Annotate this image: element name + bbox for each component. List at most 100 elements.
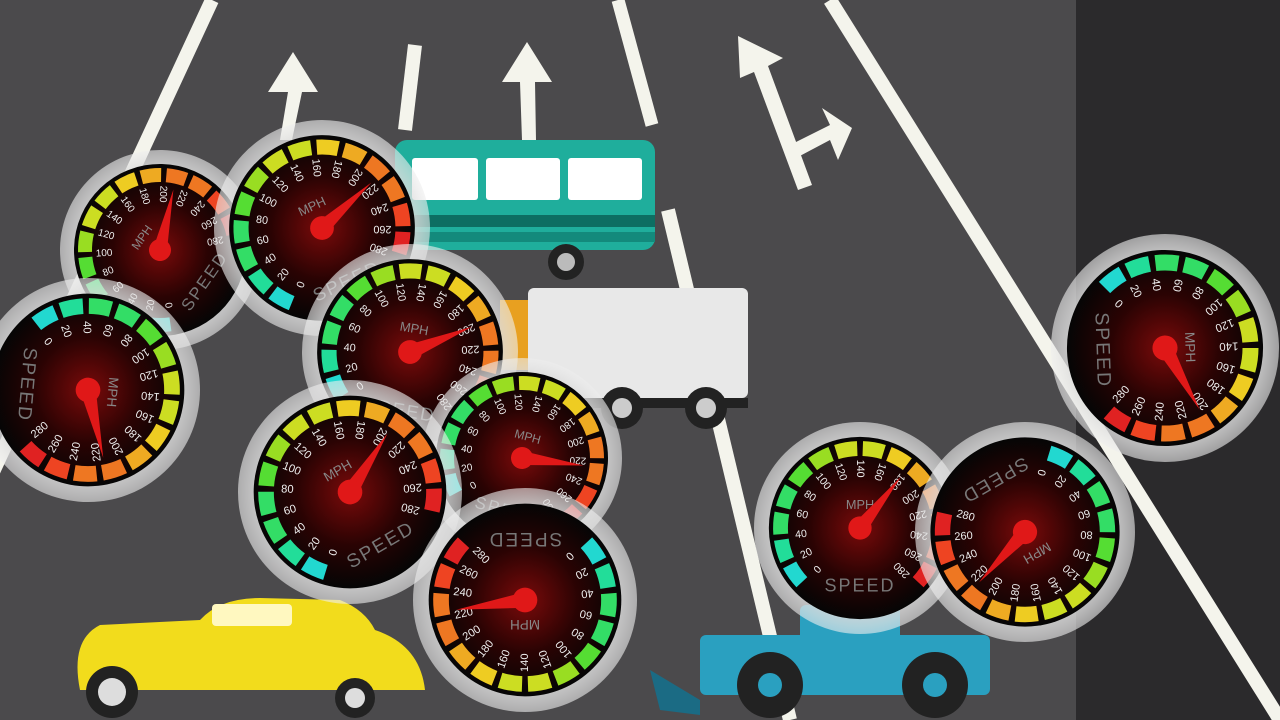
speed-zone-segment: [420, 458, 442, 484]
speed-zone-segment: [491, 376, 515, 395]
speed-zone-segment: [113, 303, 141, 328]
speed-zone-segment: [886, 447, 912, 471]
needle: [407, 326, 473, 360]
needle: [153, 189, 174, 252]
speed-zone-segment: [94, 185, 119, 210]
tick-label: 220: [461, 343, 480, 356]
tick-label: 20: [58, 323, 74, 339]
speed-zone-segment: [78, 256, 97, 280]
tick-label: 200: [565, 434, 585, 450]
speed-zone-segment: [258, 491, 277, 516]
needle-hub: [149, 239, 171, 261]
speed-zone-segment: [81, 205, 103, 230]
speed-zone-segment: [165, 168, 189, 187]
tick-label: 80: [802, 488, 818, 504]
tick-label: 220: [1173, 399, 1189, 420]
speedometer: 020406080100120140160180200220240260280M…: [214, 120, 430, 336]
speed-zone-segment: [236, 245, 259, 272]
tick-label: 80: [281, 483, 294, 495]
bus: [395, 140, 655, 280]
speed-zone-segment: [586, 462, 604, 486]
speed-zone-segment: [424, 488, 442, 513]
speed-zone-segment: [961, 584, 988, 611]
speed-zone-segment: [329, 294, 354, 322]
tick-label: 160: [1029, 582, 1044, 602]
arrow-straight-right-turn: [738, 36, 852, 190]
speed-zone-segment: [906, 461, 932, 488]
needle-hub: [310, 216, 334, 240]
tick-label: 80: [101, 264, 116, 279]
speed-zone-segment: [363, 401, 391, 424]
speed-zone-segment: [114, 172, 139, 194]
tick-label: 120: [832, 462, 849, 483]
speed-zone-segment: [433, 592, 451, 618]
tick-label: 60: [1076, 506, 1091, 521]
speed-label: SPEED: [1090, 312, 1115, 388]
speed-zone-segment: [1182, 256, 1210, 280]
speed-zone-segment: [158, 399, 180, 425]
speed-zone-segment: [518, 376, 541, 392]
speed-zone-segment: [152, 341, 177, 369]
tick-label: 180: [1008, 583, 1023, 603]
tick-label: 240: [68, 441, 83, 462]
tick-label: 80: [255, 214, 268, 227]
speed-zone-segment: [316, 139, 340, 157]
speed-zone-segment: [578, 411, 600, 436]
speed-zone-segment: [783, 561, 808, 588]
needle-hub: [1012, 519, 1038, 545]
unit-label: MPH: [1182, 332, 1198, 363]
speed-zone-segment: [144, 423, 171, 451]
tick-label: 60: [282, 503, 297, 518]
speed-zone-segment: [31, 305, 59, 330]
tick-label: 160: [871, 462, 888, 483]
tick-label: 220: [569, 454, 587, 466]
needle: [1158, 344, 1200, 410]
tick-label: 0: [1034, 468, 1047, 477]
tick-label: 80: [1189, 284, 1206, 301]
tick-label: 140: [413, 283, 428, 303]
speed-zone-segment: [1083, 561, 1108, 589]
speed-zone-segment: [774, 538, 795, 563]
speed-zone-segment: [1124, 256, 1151, 279]
needle-hub: [512, 587, 538, 613]
speed-zone-segment: [43, 456, 71, 480]
speed-zone-segment: [478, 321, 499, 346]
tick-label: 40: [1066, 487, 1083, 504]
speed-zone-segment: [497, 672, 523, 692]
tick-label: 0: [327, 548, 340, 557]
speed-zone-segment: [1206, 268, 1234, 296]
speed-zone-segment: [1187, 413, 1215, 438]
speed-zone-segment: [58, 298, 84, 318]
speed-zone-segment: [1069, 459, 1096, 486]
tick-label: 120: [97, 227, 116, 242]
speed-zone-segment: [436, 619, 460, 647]
speed-zone-segment: [580, 537, 607, 565]
speed-zone-segment: [287, 140, 313, 161]
tick-label: 60: [795, 507, 809, 521]
tick-label: 20: [799, 546, 815, 562]
speed-zone-segment: [392, 202, 411, 227]
speed-zone-segment: [278, 539, 305, 567]
speed-zone-segment: [234, 191, 256, 217]
speed-zone-segment: [407, 431, 433, 460]
speed-zone-segment: [381, 176, 405, 203]
speed-zone-segment: [594, 563, 616, 589]
tick-label: 20: [306, 535, 323, 552]
speed-zone-segment: [336, 400, 361, 417]
needle: [80, 388, 104, 458]
speed-zone-segment: [1098, 266, 1127, 294]
tick-label: 0: [295, 280, 308, 290]
speed-zone-segment: [125, 444, 153, 471]
tick-label: 180: [136, 187, 151, 207]
tick-label: 140: [854, 460, 866, 478]
speed-zone-segment: [1210, 396, 1239, 424]
speed-zone-segment: [834, 441, 858, 460]
speed-zone-segment: [398, 263, 423, 280]
needle: [456, 592, 527, 610]
speedometer-layer: 020406080100120140160180200220240260280M…: [0, 120, 1279, 712]
arrow-straight-left: [268, 52, 318, 140]
speedometer: 020406080100120140160180200220240260280M…: [413, 488, 637, 712]
